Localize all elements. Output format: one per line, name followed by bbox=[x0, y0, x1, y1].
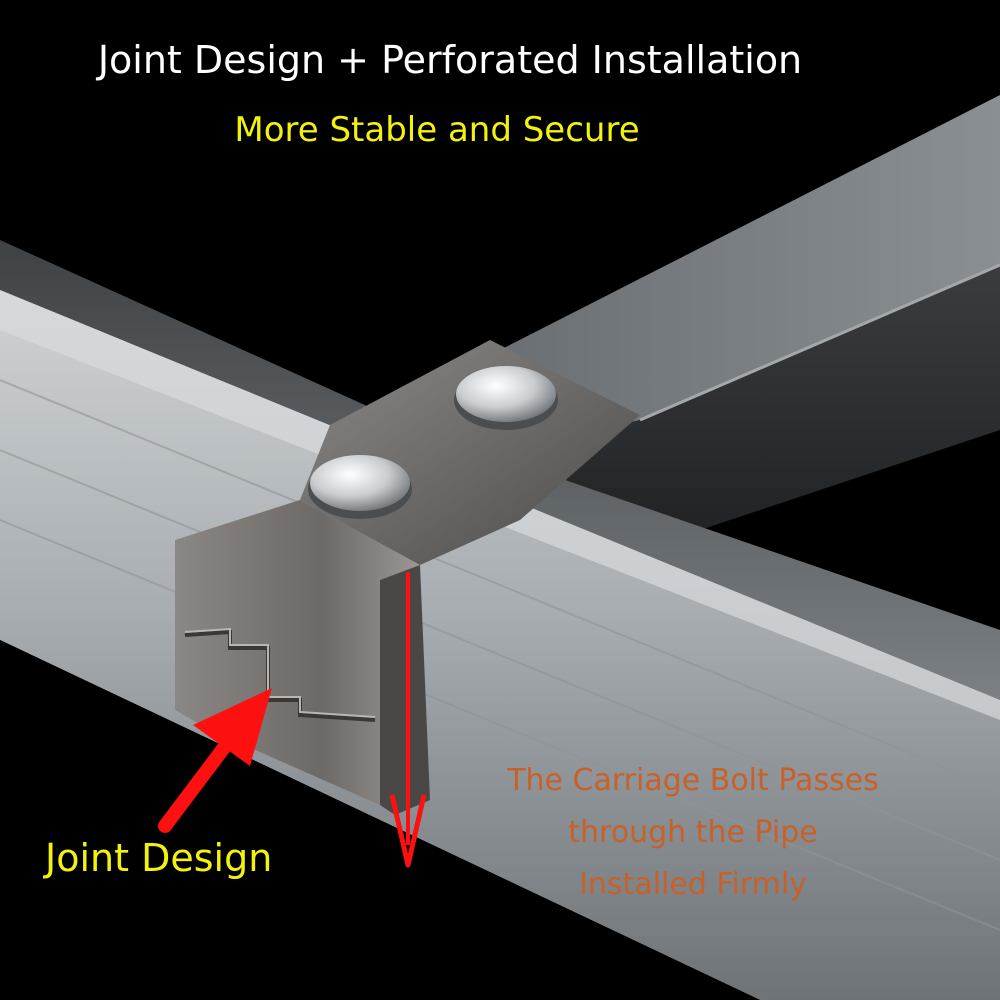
bolt-caption-line: The Carriage Bolt Passes bbox=[507, 763, 879, 798]
headline: Joint Design + Perforated Installation bbox=[97, 38, 803, 82]
bolt-head-upper bbox=[454, 366, 558, 430]
subheadline: More Stable and Secure bbox=[234, 110, 640, 150]
bolt-path-arrow bbox=[389, 572, 427, 868]
joint-design-label: Joint Design bbox=[45, 836, 273, 880]
bolt-caption-line: Installed Firmly bbox=[579, 867, 807, 902]
bolt-head-lower bbox=[308, 455, 412, 519]
bolt-caption-line: through the Pipe bbox=[568, 815, 818, 850]
bolt-caption: The Carriage Bolt Passes through the Pip… bbox=[463, 755, 923, 911]
back-pipe bbox=[500, 95, 1000, 560]
joint-pointer-arrow bbox=[158, 688, 272, 833]
